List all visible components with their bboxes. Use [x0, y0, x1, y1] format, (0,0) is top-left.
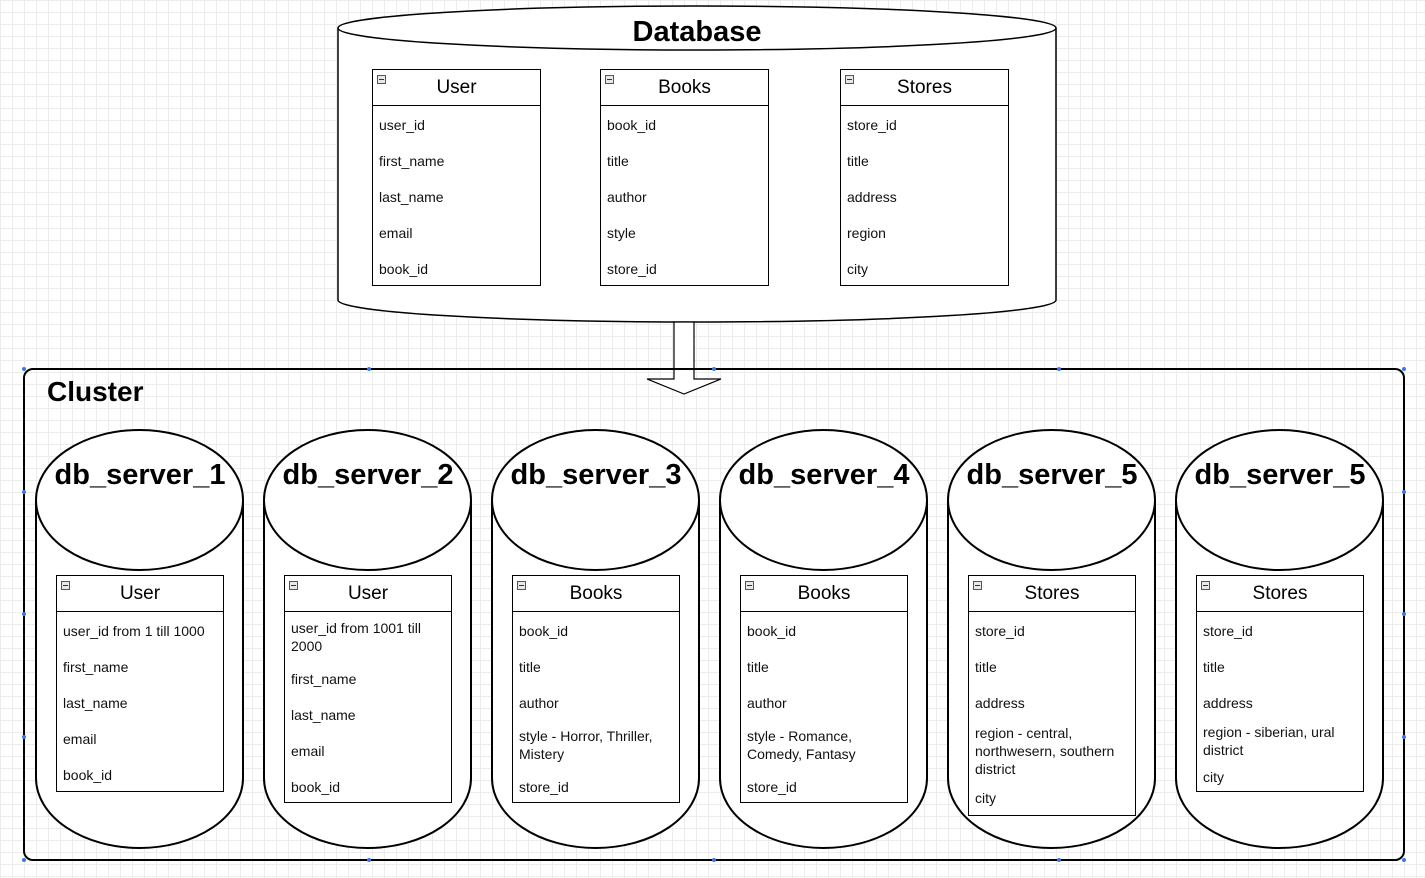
server-title: db_server_3: [510, 459, 682, 491]
field-row: city: [1203, 769, 1224, 785]
field-row: book_id: [291, 779, 341, 795]
field-row: book_id: [63, 767, 113, 783]
field-row: style - Horror, Thriller, Mistery: [519, 728, 653, 762]
field-row: title: [975, 659, 997, 675]
collapse-icon[interactable]: [1201, 581, 1210, 590]
field-row: title: [847, 153, 869, 169]
server-title: db_server_1: [54, 459, 226, 491]
collapse-icon[interactable]: [289, 581, 298, 590]
field-row: store_id: [975, 623, 1025, 639]
field-row: email: [291, 743, 325, 759]
field-row: book_id: [607, 117, 657, 133]
field-row: store_id: [607, 261, 657, 277]
table-name: Books: [797, 583, 851, 604]
server-table[interactable]: Stores store_id title address region - s…: [1196, 575, 1364, 792]
field-row: style: [607, 225, 636, 241]
field-row: author: [747, 695, 787, 711]
field-row: title: [519, 659, 541, 675]
field-row: city: [847, 261, 868, 277]
field-row: address: [1203, 695, 1253, 711]
collapse-icon[interactable]: [517, 581, 526, 590]
collapse-icon[interactable]: [973, 581, 982, 590]
server-table[interactable]: Books book_id title author style - Horro…: [512, 575, 680, 803]
field-row: title: [607, 153, 629, 169]
field-row: book_id: [519, 623, 569, 639]
collapse-icon[interactable]: [745, 581, 754, 590]
server-table[interactable]: User user_id from 1001 till 2000 first_n…: [284, 575, 452, 803]
collapse-icon[interactable]: [605, 75, 614, 84]
field-row: first_name: [379, 153, 445, 169]
collapse-icon[interactable]: [377, 75, 386, 84]
field-row: last_name: [291, 707, 356, 723]
field-row: store_id: [747, 779, 797, 795]
field-row: first_name: [291, 671, 357, 687]
field-row: store_id: [847, 117, 897, 133]
field-row: store_id: [519, 779, 569, 795]
field-row: title: [1203, 659, 1225, 675]
server-title: db_server_4: [738, 459, 910, 491]
field-row: book_id: [747, 623, 797, 639]
field-row: email: [379, 225, 413, 241]
table-name: Books: [569, 583, 623, 604]
field-row: last_name: [379, 189, 444, 205]
table-name: Books: [658, 77, 711, 98]
table-name: Stores: [1252, 583, 1308, 604]
db-table-stores[interactable]: Stores store_id title address region cit…: [840, 69, 1009, 286]
field-row: book_id: [379, 261, 429, 277]
field-row: last_name: [63, 695, 128, 711]
field-row: first_name: [63, 659, 129, 675]
field-row: region - central, northwesern, southern …: [975, 725, 1115, 777]
selection-handles: [22, 367, 1406, 862]
server-title: db_server_5: [1194, 459, 1366, 491]
flow-arrow: [646, 321, 722, 395]
field-row: address: [847, 189, 897, 205]
field-row: author: [519, 695, 559, 711]
field-row: region: [847, 225, 886, 241]
table-name: User: [119, 583, 161, 604]
field-row: user_id: [379, 117, 425, 133]
database-title: Database: [632, 16, 762, 48]
field-row: address: [975, 695, 1025, 711]
table-name: Stores: [1024, 583, 1080, 604]
db-table-books[interactable]: Books book_id title author style store_i…: [600, 69, 769, 286]
field-row: region - siberian, ural district: [1203, 724, 1335, 758]
field-row: title: [747, 659, 769, 675]
server-title: db_server_2: [282, 459, 454, 491]
field-row: store_id: [1203, 623, 1253, 639]
db-table-user[interactable]: User user_id first_name last_name email …: [372, 69, 541, 286]
cluster-title: Cluster: [47, 376, 144, 407]
collapse-icon[interactable]: [845, 75, 854, 84]
field-row: user_id from 1001 till 2000: [291, 620, 421, 654]
field-row: style - Romance, Comedy, Fantasy: [747, 728, 856, 762]
collapse-icon[interactable]: [61, 581, 70, 590]
table-name: User: [436, 77, 477, 98]
field-row: email: [63, 731, 97, 747]
field-row: city: [975, 790, 996, 806]
field-row: user_id from 1 till 1000: [63, 623, 205, 639]
server-table[interactable]: Stores store_id title address region - c…: [968, 575, 1136, 816]
table-name: Stores: [897, 77, 952, 98]
server-table[interactable]: Books book_id title author style - Roman…: [740, 575, 908, 803]
server-table[interactable]: User user_id from 1 till 1000 first_name…: [56, 575, 224, 792]
table-name: User: [347, 583, 389, 604]
server-title: db_server_5: [966, 459, 1138, 491]
field-row: author: [607, 189, 647, 205]
